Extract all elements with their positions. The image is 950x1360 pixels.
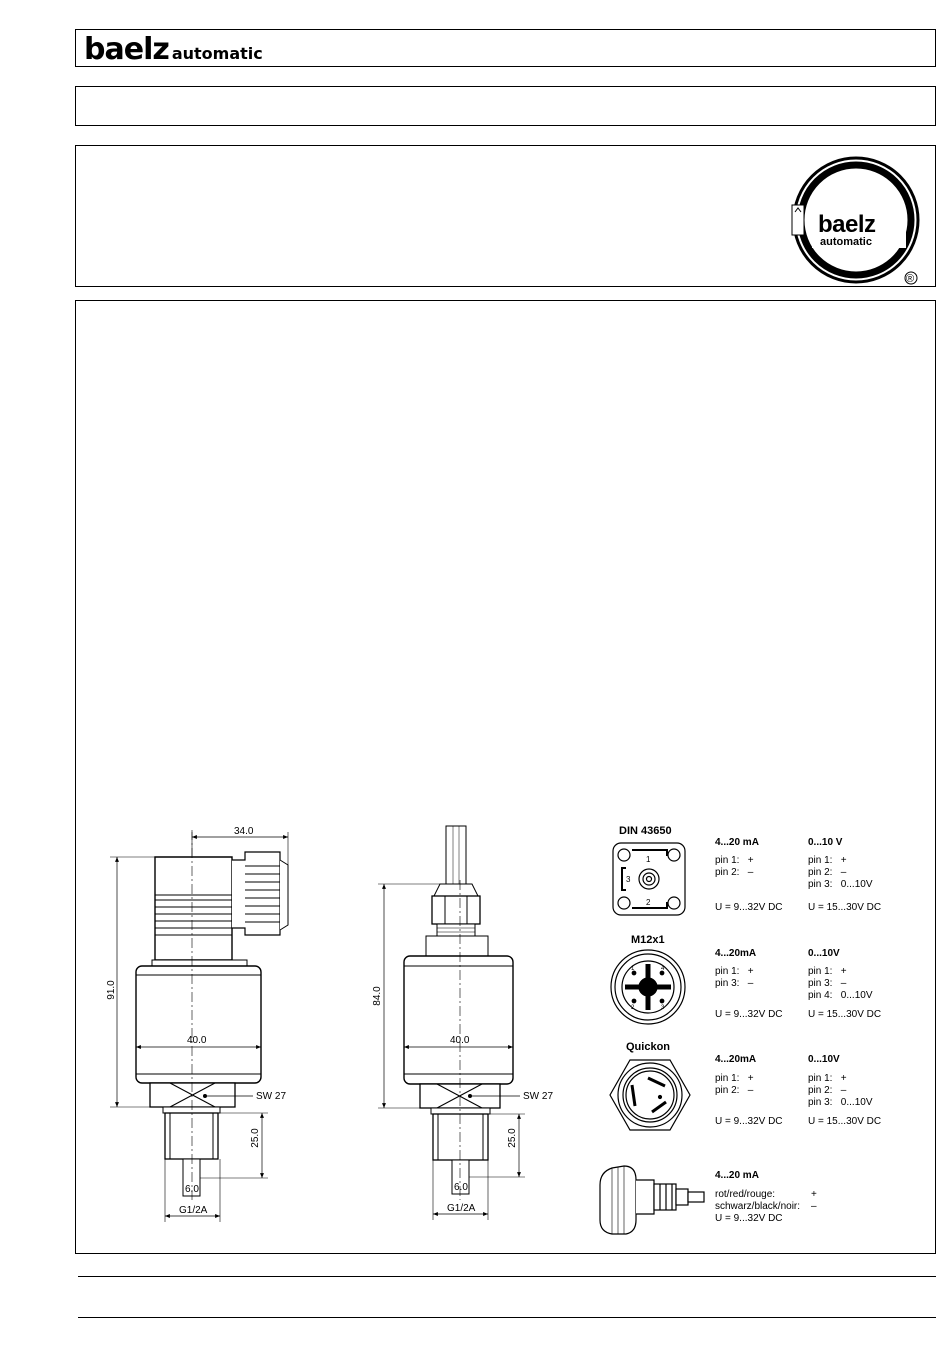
seal-registered-mark: ® (906, 273, 914, 285)
m12-pin-2: 2 (631, 1005, 635, 1011)
left-device-drawing (110, 830, 289, 1222)
seal-brand-main: baelz (818, 211, 876, 238)
col2-line: pin 1: + (808, 1073, 847, 1084)
footer-rule-top (78, 1276, 936, 1277)
right-dim-thread-len: 25.0 (507, 1128, 518, 1148)
col1-line: pin 2: – (715, 1085, 754, 1096)
col1-line: pin 2: – (715, 867, 754, 878)
col2-title: 0...10 V (808, 837, 843, 848)
left-thread-label: G1/2A (179, 1205, 208, 1216)
brand-main-text: baelz (84, 32, 170, 67)
din-pin-3: 3 (626, 875, 631, 884)
seal-logo: baelz automatic ® (791, 156, 920, 285)
col1-title: 4...20mA (715, 1054, 757, 1065)
col1-line: pin 3: – (715, 978, 754, 989)
right-dim-wrench: SW 27 (523, 1091, 553, 1102)
col1-supply: U = 9...32V DC (715, 1009, 783, 1020)
left-dim-width-top: 34.0 (234, 826, 254, 837)
right-dim-height: 84.0 (372, 986, 383, 1006)
brand-sub-text: automatic (171, 44, 263, 63)
cable-row-label: schwarz/black/noir: (715, 1201, 801, 1212)
m12-connector-icon (610, 949, 686, 1025)
cable-row-value: + (811, 1189, 817, 1200)
din-connector-icon (612, 842, 686, 916)
col2-line: pin 1: + (808, 966, 847, 977)
col2-supply: U = 15...30V DC (808, 902, 882, 913)
din-pin-1: 1 (646, 855, 651, 864)
footer-rule-bottom (78, 1317, 936, 1318)
m12-pin-3: 3 (661, 1005, 665, 1011)
col1-line: pin 1: + (715, 855, 754, 866)
right-thread-label: G1/2A (447, 1203, 476, 1214)
din-pin-2: 2 (646, 898, 651, 907)
col1-line: pin 1: + (715, 966, 754, 977)
connector-name: Quickon (626, 1041, 671, 1053)
col2-line: pin 4: 0...10V (808, 990, 873, 1001)
col1-supply: U = 9...32V DC (715, 1116, 783, 1127)
col2-supply: U = 15...30V DC (808, 1116, 882, 1127)
cable-title: 4...20 mA (715, 1170, 759, 1181)
col2-title: 0...10V (808, 948, 840, 959)
col2-title: 0...10V (808, 1054, 840, 1065)
m12-pin-1: 1 (631, 966, 635, 972)
col1-title: 4...20 mA (715, 837, 759, 848)
col2-line: pin 3: 0...10V (808, 1097, 873, 1108)
col2-supply: U = 15...30V DC (808, 1009, 882, 1020)
right-dim-body: 40.0 (450, 1035, 470, 1046)
quickon-connector-icon (609, 1059, 691, 1131)
connector-name: DIN 43650 (619, 825, 672, 837)
subtitle-bar (75, 86, 936, 126)
right-dim-pin: 6.0 (454, 1182, 468, 1193)
col2-line: pin 3: 0...10V (808, 879, 873, 890)
left-dim-wrench: SW 27 (256, 1091, 286, 1102)
right-device-drawing (378, 825, 525, 1220)
col2-line: pin 1: + (808, 855, 847, 866)
col1-line: pin 1: + (715, 1073, 754, 1084)
left-dim-thread-len: 25.0 (250, 1128, 261, 1148)
m12-pin-4: 4 (661, 966, 665, 972)
col1-supply: U = 9...32V DC (715, 902, 783, 913)
seal-brand-sub: automatic (820, 236, 872, 248)
connector-name: M12x1 (631, 934, 665, 946)
cable-row-label: rot/red/rouge: (715, 1189, 776, 1200)
left-dim-body: 40.0 (187, 1035, 207, 1046)
cable-connector-icon (599, 1165, 705, 1235)
intro-panel: baelz automatic ® (75, 145, 936, 287)
cable-row-value: – (811, 1201, 817, 1212)
col1-title: 4...20mA (715, 948, 757, 959)
cable-supply: U = 9...32V DC (715, 1213, 783, 1224)
col2-line: pin 3: – (808, 978, 847, 989)
left-dim-height: 91.0 (106, 980, 117, 1000)
col2-line: pin 2: – (808, 867, 847, 878)
left-dim-pin: 6.0 (185, 1184, 199, 1195)
col2-line: pin 2: – (808, 1085, 847, 1096)
